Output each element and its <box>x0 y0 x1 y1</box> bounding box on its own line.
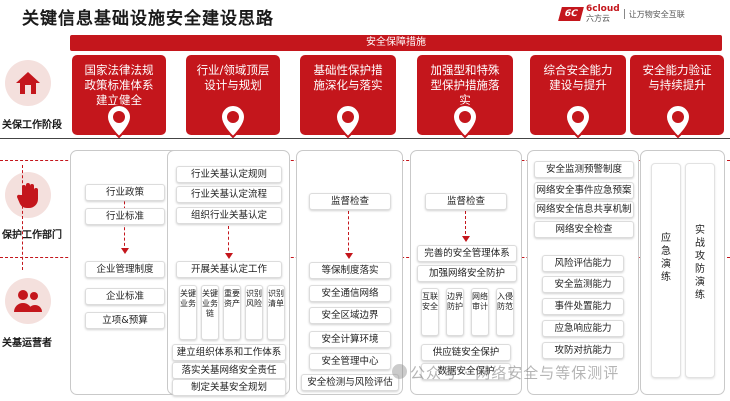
attack-defense-drill-label: 实战攻防演练 <box>695 225 705 301</box>
vertical-item: 识别风险 <box>245 285 263 340</box>
logo-slogan: 让万物安全互联 <box>628 9 685 19</box>
column-6: 应急演练 实战攻防演练 <box>640 150 725 395</box>
house-icon <box>5 60 51 106</box>
list-item: 立项&预算 <box>85 312 165 329</box>
list-item: 制定关基安全规划 <box>172 379 286 396</box>
vertical-item: 关键业务 <box>179 285 197 340</box>
attack-defense-drill-box: 实战攻防演练 <box>685 163 715 378</box>
list-item: 完善的安全管理体系 <box>417 245 517 262</box>
security-measures-banner: 安全保障措施 <box>70 35 722 51</box>
column-5: 安全监测预警制度 网络安全事件应急预案 网络安全信息共享机制 网络安全检查 风险… <box>527 150 639 395</box>
arrow-down-icon <box>462 236 470 242</box>
list-item: 监督检查 <box>425 193 507 210</box>
list-item: 事件处置能力 <box>542 298 624 315</box>
arrow-down-icon <box>121 248 129 254</box>
arrow-down-icon <box>345 253 353 259</box>
drill-label: 应急演练 <box>661 233 671 283</box>
vertical-item: 网络审计 <box>471 288 489 336</box>
logo-separator <box>623 9 625 19</box>
map-pin-icon <box>565 104 591 138</box>
row-connector-dashed <box>22 165 23 270</box>
vertical-item: 互联安全 <box>421 288 439 336</box>
list-item: 落实关基网络安全责任 <box>172 362 286 379</box>
logo-mark-icon: 6C <box>558 7 584 21</box>
arrow-down-icon <box>225 253 233 259</box>
list-item: 攻防对抗能力 <box>542 342 624 359</box>
vertical-item: 重要资产 <box>223 285 241 340</box>
vertical-item: 关键业务链 <box>201 285 219 340</box>
column-2: 行业关基认定规则 行业关基认定流程 组织行业关基认定 开展关基认定工作 关键业务… <box>167 150 290 396</box>
hand-stop-icon <box>5 172 51 218</box>
logo-sub: 六方云 <box>586 14 610 23</box>
list-item: 安全监测预警制度 <box>534 161 634 178</box>
map-pin-icon <box>335 104 361 138</box>
stage-divider-line <box>0 138 730 139</box>
column-4: 监督检查 完善的安全管理体系 加强网络安全防护 互联安全 边界防护 网络审计 入… <box>410 150 522 395</box>
row-label-department: 保护工作部门 <box>2 230 62 241</box>
list-item: 数据安全保护 <box>421 363 511 380</box>
list-item: 安全通信网络 <box>309 285 391 302</box>
wechat-icon <box>392 364 407 379</box>
list-item: 网络安全事件应急预案 <box>534 182 634 199</box>
list-item: 企业标准 <box>85 288 165 305</box>
list-item: 网络安全检查 <box>534 221 634 238</box>
list-item: 行业政策 <box>85 184 165 201</box>
list-item: 企业管理制度 <box>85 261 165 278</box>
list-item: 风险评估能力 <box>542 255 624 272</box>
company-logo: 6C 6cloud 六方云 让万物安全互联 <box>558 4 685 23</box>
list-item: 网络安全信息共享机制 <box>534 201 634 218</box>
vertical-item: 入侵防范 <box>496 288 514 336</box>
watermark: 公众号 · 网络安全与等保测评 <box>410 364 620 382</box>
list-item: 组织行业关基认定 <box>176 207 282 224</box>
list-item: 安全区域边界 <box>309 307 391 324</box>
list-item: 安全检测与风险评估 <box>301 374 399 391</box>
list-item: 建立组织体系和工作体系 <box>172 344 286 361</box>
column-connector <box>348 211 349 256</box>
map-pin-icon <box>452 104 478 138</box>
page-title: 关键信息基础设施安全建设思路 <box>22 9 274 29</box>
list-item: 行业关基认定流程 <box>176 186 282 203</box>
vertical-item: 边界防护 <box>446 288 464 336</box>
list-item: 安全监测能力 <box>542 276 624 293</box>
list-item: 监督检查 <box>309 193 391 210</box>
list-item: 供应链安全保护 <box>421 344 511 361</box>
list-item: 开展关基认定工作 <box>176 261 282 278</box>
people-icon <box>5 278 51 324</box>
list-item: 行业关基认定规则 <box>176 166 282 183</box>
column-1: 行业政策 行业标准 企业管理制度 企业标准 立项&预算 <box>70 150 180 395</box>
row-label-operator: 关基运营者 <box>2 338 52 349</box>
column-3: 监督检查 等保制度落实 安全通信网络 安全区域边界 安全计算环境 安全管理中心 … <box>296 150 403 395</box>
list-item: 安全计算环境 <box>309 331 391 348</box>
drill-box: 应急演练 <box>651 163 681 378</box>
list-item: 应急响应能力 <box>542 320 624 337</box>
list-item: 安全管理中心 <box>309 353 391 370</box>
map-pin-icon <box>220 104 246 138</box>
list-item: 等保制度落实 <box>309 262 391 279</box>
row-label-stage: 关保工作阶段 <box>2 120 62 131</box>
vertical-item: 识别清单 <box>267 285 285 340</box>
map-pin-icon <box>106 104 132 138</box>
column-connector <box>465 211 466 239</box>
map-pin-icon <box>665 104 691 138</box>
list-item: 行业标准 <box>85 208 165 225</box>
logo-brand: 6cloud <box>586 4 620 14</box>
list-item: 加强网络安全防护 <box>417 265 517 282</box>
stage-box-4: 加强型和特殊型保护措施落实 <box>417 55 513 135</box>
column-connector <box>228 226 229 256</box>
